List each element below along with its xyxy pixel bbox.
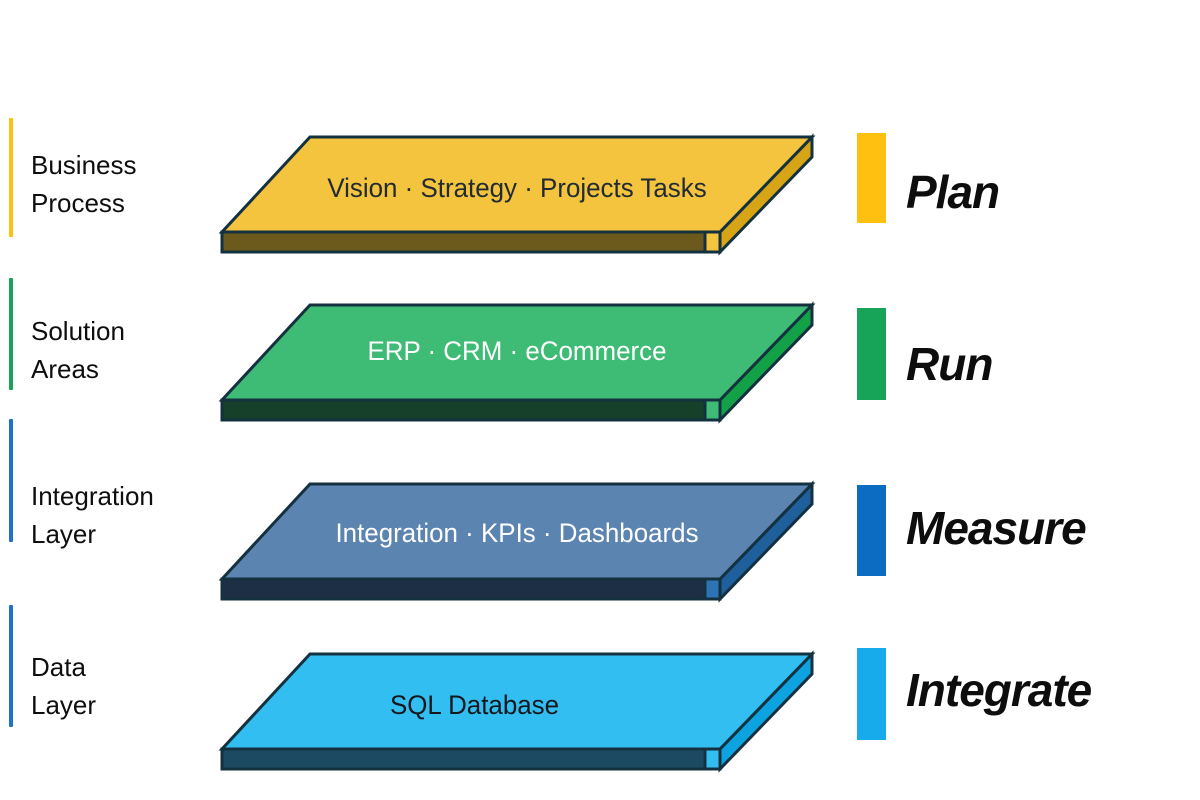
plate-integration-layer xyxy=(218,480,816,603)
left-label-line: Layer xyxy=(31,519,97,549)
left-accent-line xyxy=(9,118,13,237)
phase-label: Integrate xyxy=(906,664,1092,716)
left-label-line: Process xyxy=(31,188,125,218)
plate-caption: Vision · Strategy · Projects Tasks xyxy=(327,173,707,203)
layer-left-label: Data Layer xyxy=(31,648,96,724)
left-label-line: Areas xyxy=(31,354,99,384)
left-accent-line xyxy=(9,605,13,727)
phase-label: Measure xyxy=(906,502,1087,554)
right-accent-bar xyxy=(857,485,886,576)
left-accent-line xyxy=(9,278,13,390)
plate-solution-areas xyxy=(218,301,816,424)
plate-business-process xyxy=(218,133,816,256)
right-accent-bar xyxy=(857,133,886,223)
right-accent-bar xyxy=(857,308,886,400)
left-label-line: Layer xyxy=(31,690,97,720)
plate-data-layer xyxy=(218,650,816,773)
left-label-line: Business xyxy=(31,150,137,180)
layer-left-label: Business Process xyxy=(31,146,137,222)
left-label-line: Solution xyxy=(31,316,125,346)
left-accent-line xyxy=(9,419,13,542)
phase-label: Plan xyxy=(906,166,1000,218)
right-accent-bar xyxy=(857,648,886,740)
phase-label: Run xyxy=(906,338,993,390)
plate-caption: SQL Database xyxy=(389,690,560,720)
layer-left-label: Integration Layer xyxy=(31,477,154,553)
layer-left-label: Solution Areas xyxy=(31,312,125,388)
left-label-line: Integration xyxy=(31,481,154,511)
plate-caption: ERP · CRM · eCommerce xyxy=(367,336,667,366)
plate-caption: Integration · KPIs · Dashboards xyxy=(335,518,699,548)
left-label-line: Data xyxy=(31,652,86,682)
